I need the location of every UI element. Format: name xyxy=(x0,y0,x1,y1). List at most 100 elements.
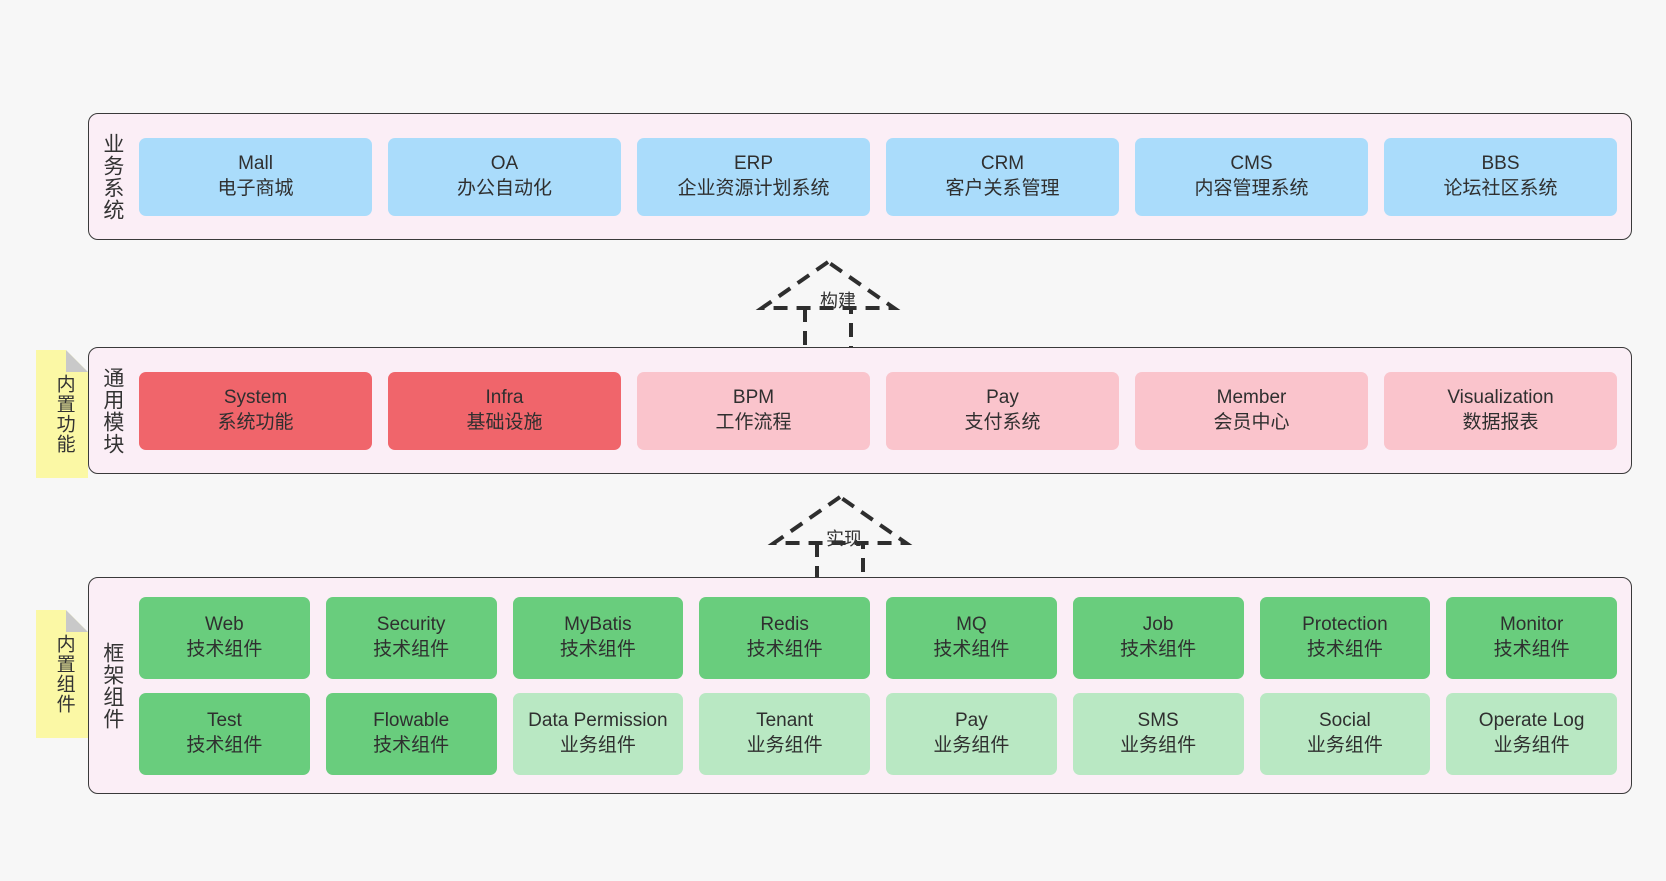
card-title: SMS xyxy=(1137,710,1179,732)
card-title: Monitor xyxy=(1499,614,1564,636)
business-card-row: Mall 电子商城 OA 办公自动化 ERP 企业资源计划系统 CRM 客户关系… xyxy=(139,137,1617,216)
card-flowable[interactable]: Flowable 技术组件 xyxy=(325,692,497,775)
card-title: CMS xyxy=(1230,153,1273,175)
card-redis[interactable]: Redis 技术组件 xyxy=(699,596,870,679)
card-bpm[interactable]: BPM 工作流程 xyxy=(637,371,870,450)
card-test[interactable]: Test 技术组件 xyxy=(139,692,310,775)
layer-label-business: 业务系统 xyxy=(100,132,124,221)
card-title: Flowable xyxy=(373,710,450,732)
card-subtitle: 会员中心 xyxy=(1213,411,1290,433)
framework-card-row-1: Web 技术组件 Security 技术组件 MyBatis 技术组件 Redi… xyxy=(139,596,1617,679)
card-title: Test xyxy=(206,710,242,732)
layer-panel-module: 通用模块 System 系统功能 Infra 基础设施 BPM 工作流程 Pay… xyxy=(88,347,1632,474)
card-subtitle: 论坛社区系统 xyxy=(1443,177,1558,199)
card-subtitle: 办公自动化 xyxy=(456,177,552,199)
card-title: Pay xyxy=(986,387,1019,409)
card-title: Pay xyxy=(955,710,988,732)
card-title: CRM xyxy=(980,153,1025,175)
card-crm[interactable]: CRM 客户关系管理 xyxy=(886,137,1119,216)
card-subtitle: 业务组件 xyxy=(933,734,1010,756)
layer-panel-framework: 框架组件 Web 技术组件 Security 技术组件 MyBatis 技术组件… xyxy=(88,577,1632,794)
arrow-implement-label: 实现 xyxy=(826,529,862,549)
card-sms[interactable]: SMS 业务组件 xyxy=(1072,692,1244,775)
card-title: BPM xyxy=(732,387,775,409)
card-subtitle: 技术组件 xyxy=(1120,638,1197,660)
arrow-build: 构建 xyxy=(748,252,928,362)
card-security[interactable]: Security 技术组件 xyxy=(325,596,497,679)
card-subtitle: 技术组件 xyxy=(559,638,636,660)
layer-label-framework: 框架组件 xyxy=(100,641,124,730)
card-data-permission[interactable]: Data Permission 业务组件 xyxy=(512,692,684,775)
card-title: Web xyxy=(205,614,244,636)
card-subtitle: 支付系统 xyxy=(964,411,1041,433)
layer-panel-business: 业务系统 Mall 电子商城 OA 办公自动化 ERP 企业资源计划系统 CRM… xyxy=(88,113,1632,240)
card-monitor[interactable]: Monitor 技术组件 xyxy=(1446,596,1617,679)
layer-body-framework: Web 技术组件 Security 技术组件 MyBatis 技术组件 Redi… xyxy=(135,578,1631,793)
card-title: Social xyxy=(1319,710,1371,732)
card-subtitle: 业务组件 xyxy=(559,734,636,756)
framework-card-row-2: Test 技术组件 Flowable 技术组件 Data Permission … xyxy=(139,692,1617,775)
card-tenant[interactable]: Tenant 业务组件 xyxy=(699,692,870,775)
card-title: MyBatis xyxy=(564,614,632,636)
card-web[interactable]: Web 技术组件 xyxy=(139,596,310,679)
card-subtitle: 基础设施 xyxy=(466,411,543,433)
card-subtitle: 工作流程 xyxy=(715,411,792,433)
card-mall[interactable]: Mall 电子商城 xyxy=(139,137,372,216)
layer-body-business: Mall 电子商城 OA 办公自动化 ERP 企业资源计划系统 CRM 客户关系… xyxy=(135,114,1631,239)
card-subtitle: 电子商城 xyxy=(217,177,294,199)
card-subtitle: 技术组件 xyxy=(186,638,263,660)
card-bbs[interactable]: BBS 论坛社区系统 xyxy=(1384,137,1617,216)
card-social[interactable]: Social 业务组件 xyxy=(1259,692,1431,775)
card-operate-log[interactable]: Operate Log 业务组件 xyxy=(1446,692,1617,775)
card-pay-component[interactable]: Pay 业务组件 xyxy=(886,692,1057,775)
card-title: System xyxy=(223,387,288,409)
arrow-build-label: 构建 xyxy=(820,291,856,311)
card-title: Operate Log xyxy=(1478,710,1585,732)
card-subtitle: 技术组件 xyxy=(373,638,450,660)
card-subtitle: 客户关系管理 xyxy=(945,177,1060,199)
card-subtitle: 系统功能 xyxy=(217,411,294,433)
card-title: MQ xyxy=(956,614,987,636)
card-subtitle: 技术组件 xyxy=(746,638,823,660)
card-mq[interactable]: MQ 技术组件 xyxy=(886,596,1057,679)
card-subtitle: 业务组件 xyxy=(1306,734,1383,756)
card-title: Mall xyxy=(238,153,273,175)
card-title: Job xyxy=(1142,614,1174,636)
card-system[interactable]: System 系统功能 xyxy=(139,371,372,450)
sticky-note-label: 内置功能 xyxy=(53,374,75,454)
card-title: Visualization xyxy=(1447,387,1554,409)
card-infra[interactable]: Infra 基础设施 xyxy=(388,371,621,450)
card-subtitle: 技术组件 xyxy=(933,638,1010,660)
card-subtitle: 数据报表 xyxy=(1462,411,1539,433)
card-erp[interactable]: ERP 企业资源计划系统 xyxy=(637,137,870,216)
card-oa[interactable]: OA 办公自动化 xyxy=(388,137,621,216)
layer-body-module: System 系统功能 Infra 基础设施 BPM 工作流程 Pay 支付系统… xyxy=(135,348,1631,473)
card-visualization[interactable]: Visualization 数据报表 xyxy=(1384,371,1617,450)
card-subtitle: 技术组件 xyxy=(1306,638,1383,660)
card-mybatis[interactable]: MyBatis 技术组件 xyxy=(512,596,684,679)
card-subtitle: 业务组件 xyxy=(1120,734,1197,756)
card-subtitle: 技术组件 xyxy=(186,734,263,756)
card-title: BBS xyxy=(1481,153,1520,175)
card-pay-module[interactable]: Pay 支付系统 xyxy=(886,371,1119,450)
card-subtitle: 业务组件 xyxy=(1493,734,1570,756)
card-protection[interactable]: Protection 技术组件 xyxy=(1259,596,1431,679)
card-title: Protection xyxy=(1302,614,1388,636)
card-cms[interactable]: CMS 内容管理系统 xyxy=(1135,137,1368,216)
card-subtitle: 企业资源计划系统 xyxy=(677,177,830,199)
layer-label-module: 通用模块 xyxy=(100,366,124,455)
card-job[interactable]: Job 技术组件 xyxy=(1072,596,1244,679)
card-title: OA xyxy=(490,153,519,175)
card-title: Tenant xyxy=(756,710,814,732)
sticky-note-label: 内置组件 xyxy=(53,634,75,714)
card-title: Infra xyxy=(485,387,524,409)
card-title: Member xyxy=(1216,387,1287,409)
card-title: Security xyxy=(376,614,446,636)
module-card-row: System 系统功能 Infra 基础设施 BPM 工作流程 Pay 支付系统… xyxy=(139,371,1617,450)
card-title: Redis xyxy=(760,614,809,636)
card-member[interactable]: Member 会员中心 xyxy=(1135,371,1368,450)
card-subtitle: 业务组件 xyxy=(746,734,823,756)
card-subtitle: 技术组件 xyxy=(1493,638,1570,660)
sticky-note-builtin-functions: 内置功能 xyxy=(36,350,88,478)
